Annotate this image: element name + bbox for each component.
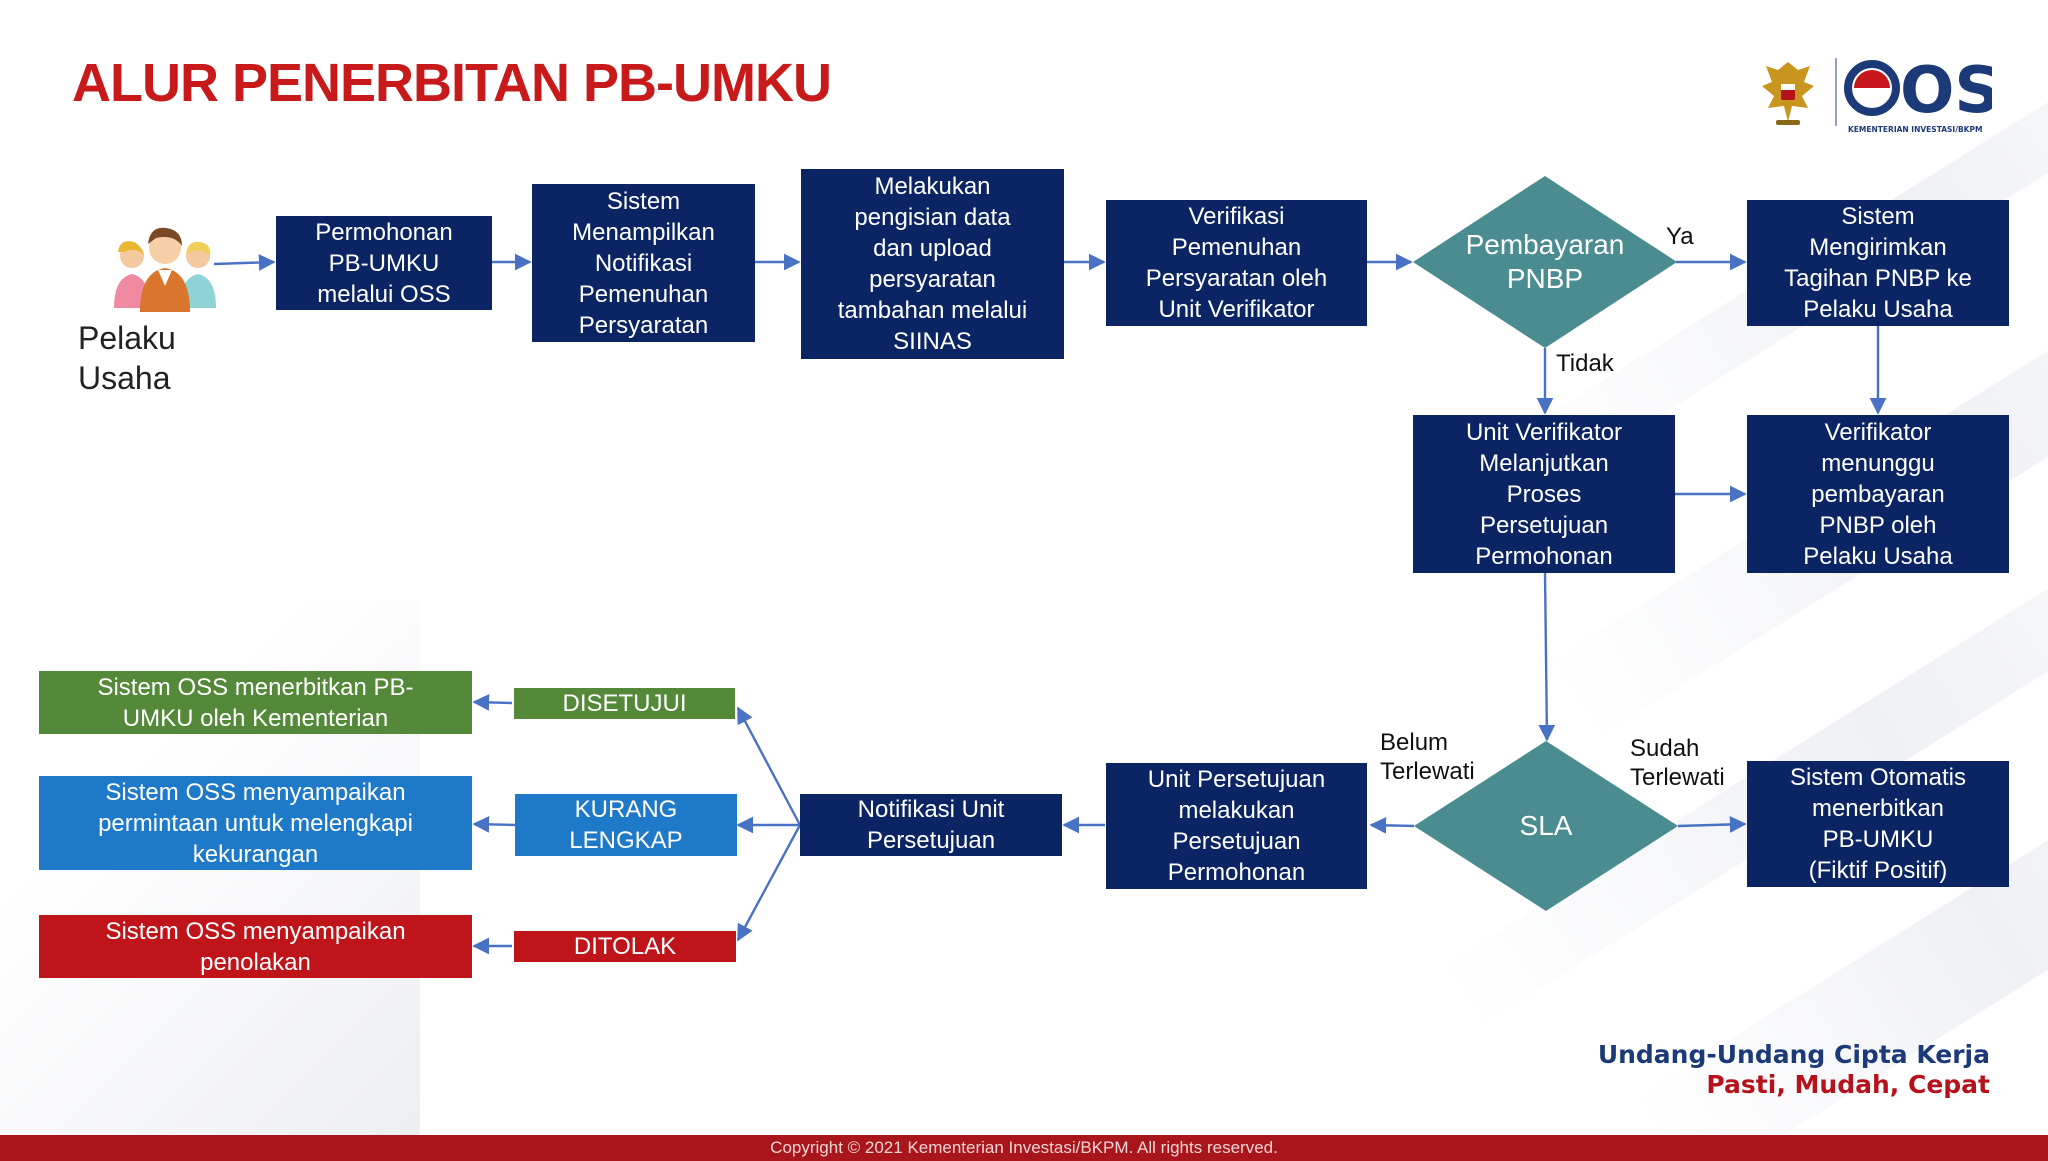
page-title: ALUR PENERBITAN PB-UMKU xyxy=(72,53,832,113)
garuda-emblem-icon: OSS KEMENTERIAN INVESTASI/BKPM xyxy=(1762,54,2044,134)
box-penolakan: Sistem OSS menyampaikan penolakan xyxy=(39,915,472,978)
tagline-line2: Pasti, Mudah, Cepat xyxy=(1706,1070,1990,1099)
box-verifikator-menunggu: Verifikator menunggu pembayaran PNBP ole… xyxy=(1747,415,2009,573)
label-belum-terlewati: Belum Terlewati xyxy=(1380,729,1475,785)
box-sistem-otomatis: Sistem Otomatis menerbitkan PB-UMKU (Fik… xyxy=(1747,761,2009,887)
decision-sla: SLA xyxy=(1414,741,1678,911)
logo-text: OSS xyxy=(1900,54,1992,128)
status-kurang-lengkap: KURANG LENGKAP xyxy=(515,794,737,856)
people-group-icon xyxy=(114,227,216,312)
oss-logo: OSS KEMENTERIAN INVESTASI/BKPM xyxy=(1756,52,2044,136)
actor-label: Pelaku Usaha xyxy=(78,320,176,396)
box-verifikasi: Verifikasi Pemenuhan Persyaratan oleh Un… xyxy=(1106,200,1367,326)
status-ditolak: DITOLAK xyxy=(514,931,736,962)
svg-text:KEMENTERIAN INVESTASI/BKPM: KEMENTERIAN INVESTASI/BKPM xyxy=(1848,125,1982,134)
label-sudah-terlewati: Sudah Terlewati xyxy=(1630,735,1725,791)
status-disetujui: DISETUJUI xyxy=(514,688,735,719)
box-notifikasi-unit: Notifikasi Unit Persetujuan xyxy=(800,794,1062,856)
tagline: Undang-Undang Cipta Kerja Pasti, Mudah, … xyxy=(1598,1040,1990,1100)
box-unit-persetujuan: Unit Persetujuan melakukan Persetujuan P… xyxy=(1106,763,1367,889)
tagline-line1: Undang-Undang Cipta Kerja xyxy=(1597,1040,1990,1069)
label-tidak: Tidak xyxy=(1556,350,1614,377)
box-notifikasi-sistem: Sistem Menampilkan Notifikasi Pemenuhan … xyxy=(532,184,755,342)
box-tagihan-pnbp: Sistem Mengirimkan Tagihan PNBP ke Pelak… xyxy=(1747,200,2009,326)
copyright-footer: Copyright © 2021 Kementerian Investasi/B… xyxy=(0,1135,2048,1161)
box-unit-verifikator-melanjutkan: Unit Verifikator Melanjutkan Proses Pers… xyxy=(1413,415,1675,573)
box-terbit-pb-umku: Sistem OSS menerbitkan PB- UMKU oleh Kem… xyxy=(39,671,472,734)
box-pengisian-data: Melakukan pengisian data dan upload pers… xyxy=(801,169,1064,359)
box-permohonan: Permohonan PB-UMKU melalui OSS xyxy=(276,216,492,310)
box-permintaan-lengkapi: Sistem OSS menyampaikan permintaan untuk… xyxy=(39,776,472,870)
label-ya: Ya xyxy=(1666,223,1694,250)
decision-pembayaran-pnbp: Pembayaran PNBP xyxy=(1413,176,1677,348)
